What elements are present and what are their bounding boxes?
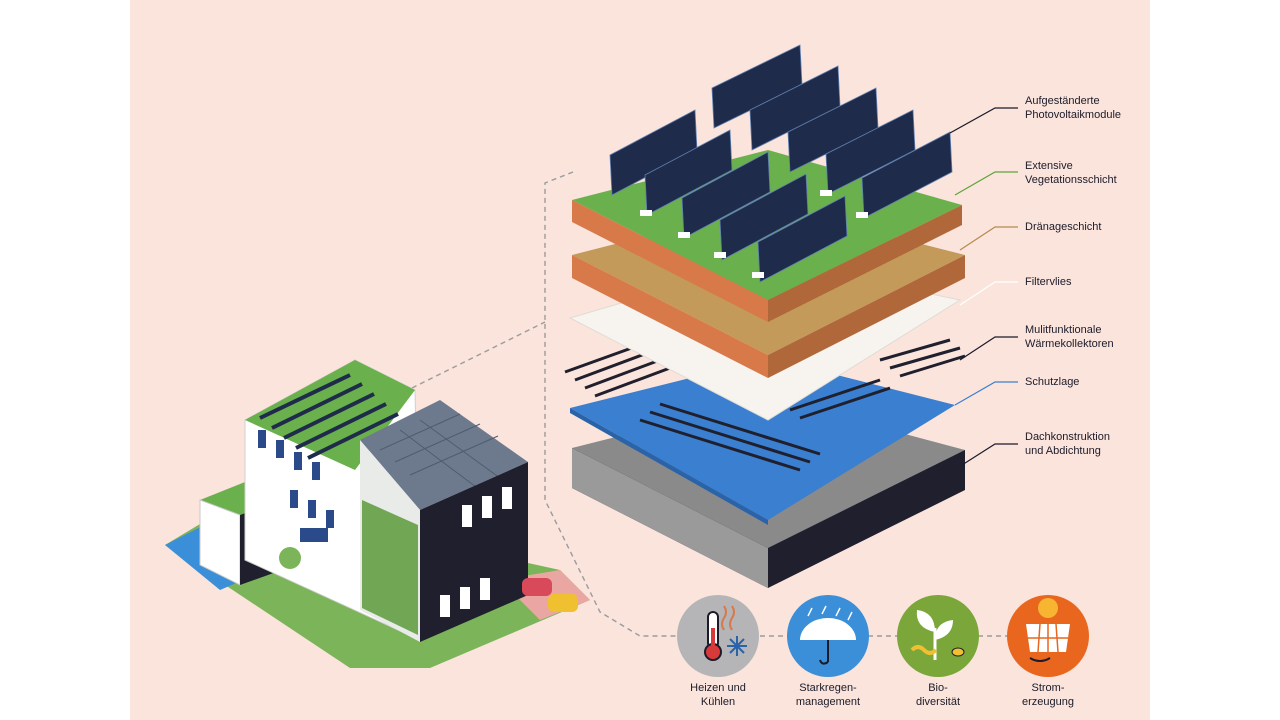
label-protection: Schutzlage [1025,376,1080,388]
label-pv-modules: Aufgeständerte Photovoltaikmodule [1025,95,1122,121]
dashed-connectors [411,171,1008,637]
layer-heat-collectors [564,338,966,472]
layer-pv-modules [609,44,953,283]
thermometer-snowflake-icon [677,595,759,677]
leader-lines [949,107,1018,466]
label-heating-cooling: Heizen und Kühlen [690,682,746,708]
label-heat-collectors: Mulitfunktionale Wärmekollektoren [1025,324,1114,350]
solar-panel-sun-icon [1007,595,1089,677]
building-illustration [165,359,590,668]
roof-layer-stack [564,44,966,588]
label-rain-management: Starkregen- management [795,682,861,708]
plant-bee-icon [897,595,979,677]
label-vegetation: Extensive Vegetationsschicht [1025,160,1117,186]
label-power-generation: Strom- erzeugung [1022,682,1074,708]
label-filter: Filtervlies [1025,276,1072,288]
umbrella-rain-icon [787,595,869,677]
benefit-icons [677,595,1089,677]
label-roof: Dachkonstruktion und Abdichtung [1025,431,1110,457]
label-biodiversity: Bio- diversität [915,682,961,708]
label-drainage: Dränageschicht [1025,221,1102,233]
